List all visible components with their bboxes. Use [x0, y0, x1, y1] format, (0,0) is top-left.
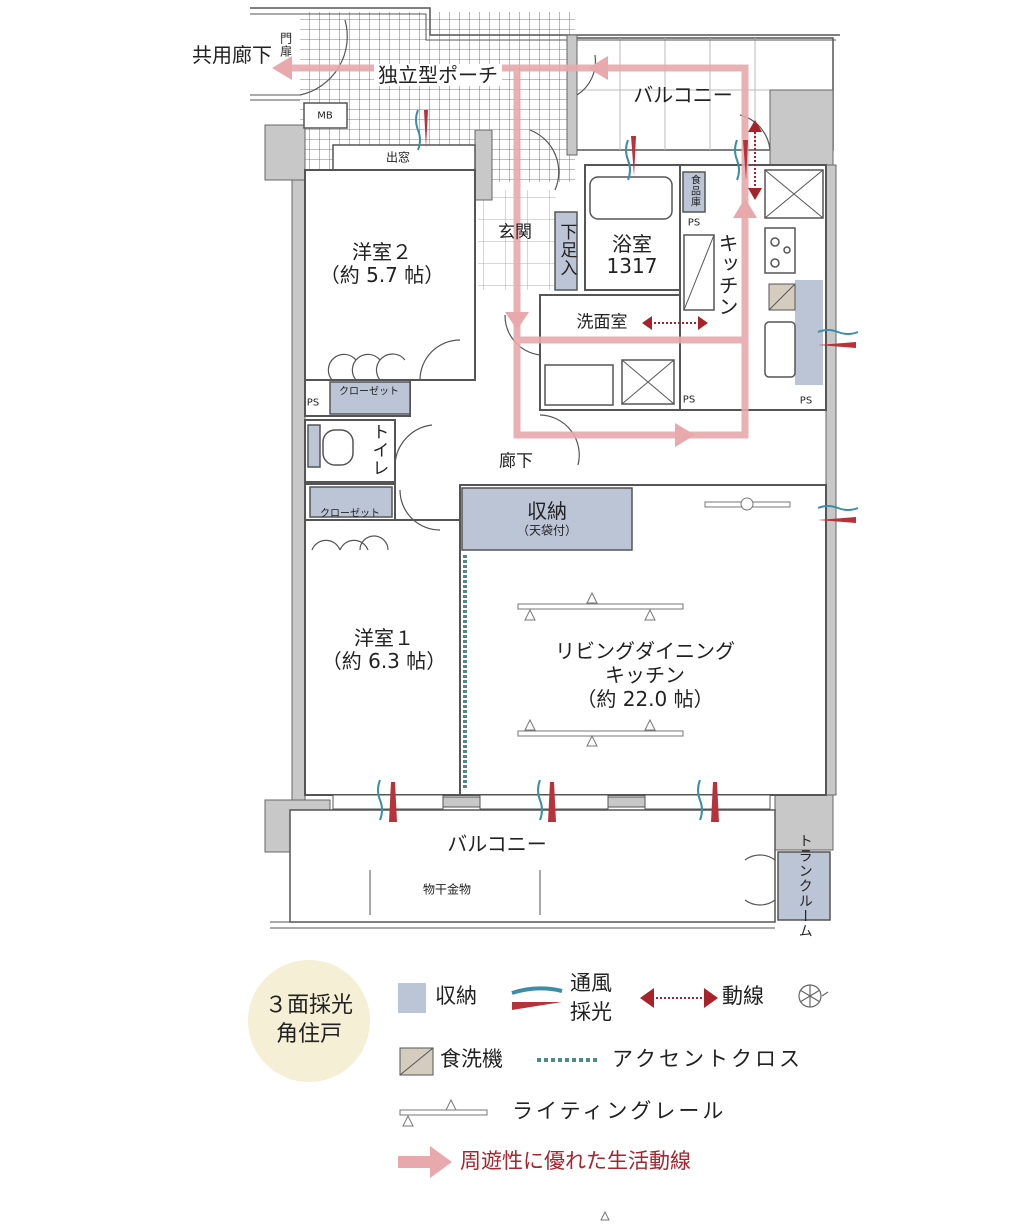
dishwasher-legend-icon [399, 1047, 434, 1076]
ventilation-daylight-markers [377, 109, 859, 822]
lighting-rail-icons [517, 497, 791, 747]
walls [264, 34, 837, 853]
north-marker-icon [600, 1210, 610, 1221]
legend-lighting-rail: ライティングレール [512, 1099, 727, 1123]
closet-b-label: クローゼット [320, 508, 380, 520]
flow-arrows [650, 128, 756, 324]
shoe-storage [554, 211, 578, 291]
legend-storage-swatch [398, 983, 426, 1013]
shoe-storage-label: 下足入 [556, 223, 577, 277]
bathroom-label: 浴室 [612, 232, 652, 256]
ps-label: PS [682, 394, 696, 406]
ps-label: PS [799, 395, 813, 407]
gate-label: 門扉 [278, 32, 293, 58]
entrance-label: 玄関 [498, 222, 532, 243]
trunk-room [777, 851, 831, 921]
bedroom2-label: 洋室２ [352, 240, 412, 264]
vanity-icon [544, 364, 614, 406]
bedroom-2 [304, 169, 476, 381]
common-corridor-label: 共用廊下 [192, 43, 272, 67]
drying-hardware-label: 物干金物 [422, 882, 472, 897]
corner-unit-badge: ３面採光 角住戸 [248, 960, 370, 1082]
bay-window [332, 144, 476, 171]
bathtub-icon [589, 176, 673, 220]
bay-window-label: 出窓 [385, 150, 411, 165]
corridor-label: 廊下 [499, 451, 533, 472]
legend-ventilation: 通風 [570, 971, 612, 995]
mb-label: MB [317, 110, 333, 122]
kitchen-label: キッチン [715, 233, 739, 317]
circulation-arrow-icons [272, 56, 757, 447]
storage-note-label: （天袋付） [516, 523, 578, 538]
legend-accent-cloth: アクセントクロス [612, 1047, 803, 1071]
ldk-size-label: （約 22.0 帖） [576, 687, 714, 711]
balcony-top-label: バルコニー [633, 83, 733, 107]
compass-icon [798, 984, 829, 1008]
daylight-icon [512, 1002, 562, 1010]
pantry-label: 食品庫 [688, 174, 700, 208]
storage-ldk [461, 487, 633, 551]
bedroom1-label: 洋室１ [354, 626, 414, 650]
toilet-bowl-icon [322, 429, 354, 466]
trunk-room-label: トランクルーム [796, 833, 813, 939]
balcony-bottom-label: バルコニー [447, 832, 547, 856]
flow-arrow-icon [640, 988, 718, 1008]
washroom-label: 洗面室 [576, 312, 628, 333]
lighting-rail-legend-icon [399, 1098, 488, 1127]
ldk-label-line2: キッチン [605, 663, 685, 687]
sink-icon [764, 321, 796, 378]
legend-dishwasher: 食洗機 [440, 1047, 503, 1071]
legend-circulation: 周遊性に優れた生活動線 [460, 1149, 691, 1173]
closet-a [329, 381, 411, 415]
bottom-windows [332, 794, 771, 810]
ps-label: PS [306, 397, 320, 409]
badge-line2: 角住戸 [275, 1022, 342, 1047]
ps-label: PS [687, 217, 701, 229]
pantry [682, 171, 706, 213]
bottom-balcony [289, 809, 776, 923]
legend-daylight: 採光 [570, 1000, 612, 1024]
mb-box [303, 102, 348, 129]
ldk-label-line1: リビングダイニング [555, 639, 735, 663]
badge-line1: ３面採光 [264, 993, 353, 1019]
storage-label: 収納 [527, 499, 567, 523]
bedroom2-size-label: （約 5.7 帖） [319, 263, 445, 287]
porch-label: 独立型ポーチ [374, 64, 502, 86]
circulation-arrow-icon [398, 1146, 452, 1178]
bedroom-1 [304, 519, 461, 796]
legend-flow: 動線 [722, 984, 764, 1008]
bedroom1-size-label: （約 6.3 帖） [321, 649, 447, 673]
closet-a-label: クローゼット [339, 386, 399, 398]
ventilation-icon [511, 986, 563, 995]
bathroom-size-label: 1317 [606, 254, 658, 278]
closet-b [309, 486, 393, 518]
toilet-label: トイレ [368, 423, 389, 477]
legend-storage: 収納 [435, 984, 477, 1008]
